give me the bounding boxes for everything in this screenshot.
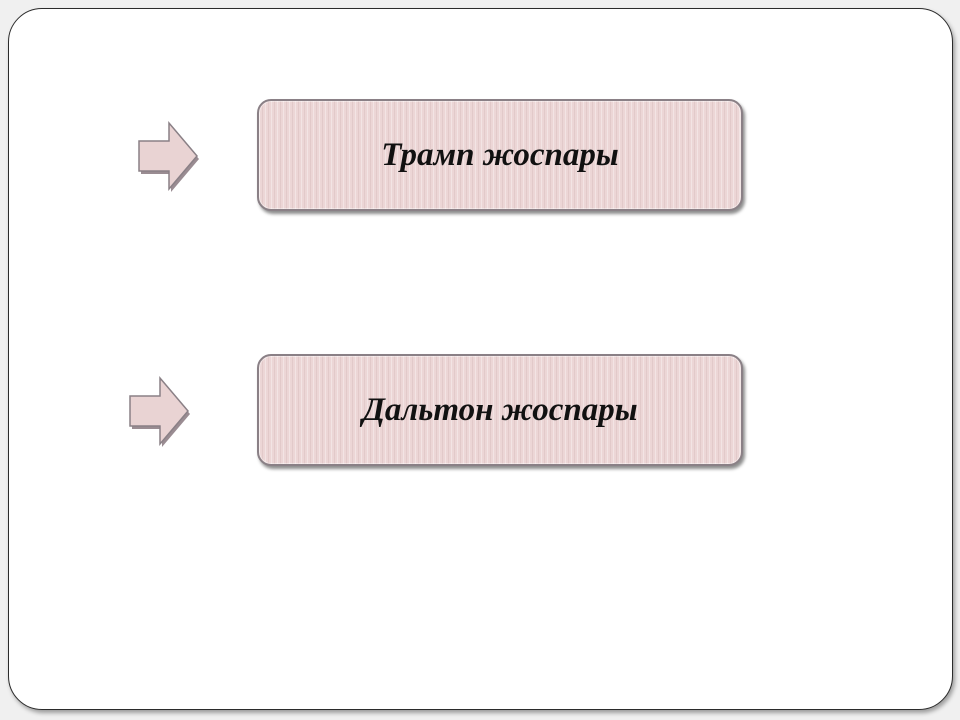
plan-box-dalton: Дальтон жоспары xyxy=(257,354,743,466)
slide-frame: Трамп жоспары Дальтон жоспары xyxy=(8,8,953,710)
plan-box-trump: Трамп жоспары xyxy=(257,99,743,211)
right-arrow-icon xyxy=(126,374,192,448)
plan-label-trump: Трамп жоспары xyxy=(381,136,619,173)
right-arrow-icon xyxy=(135,119,201,193)
plan-label-dalton: Дальтон жоспары xyxy=(362,391,638,428)
